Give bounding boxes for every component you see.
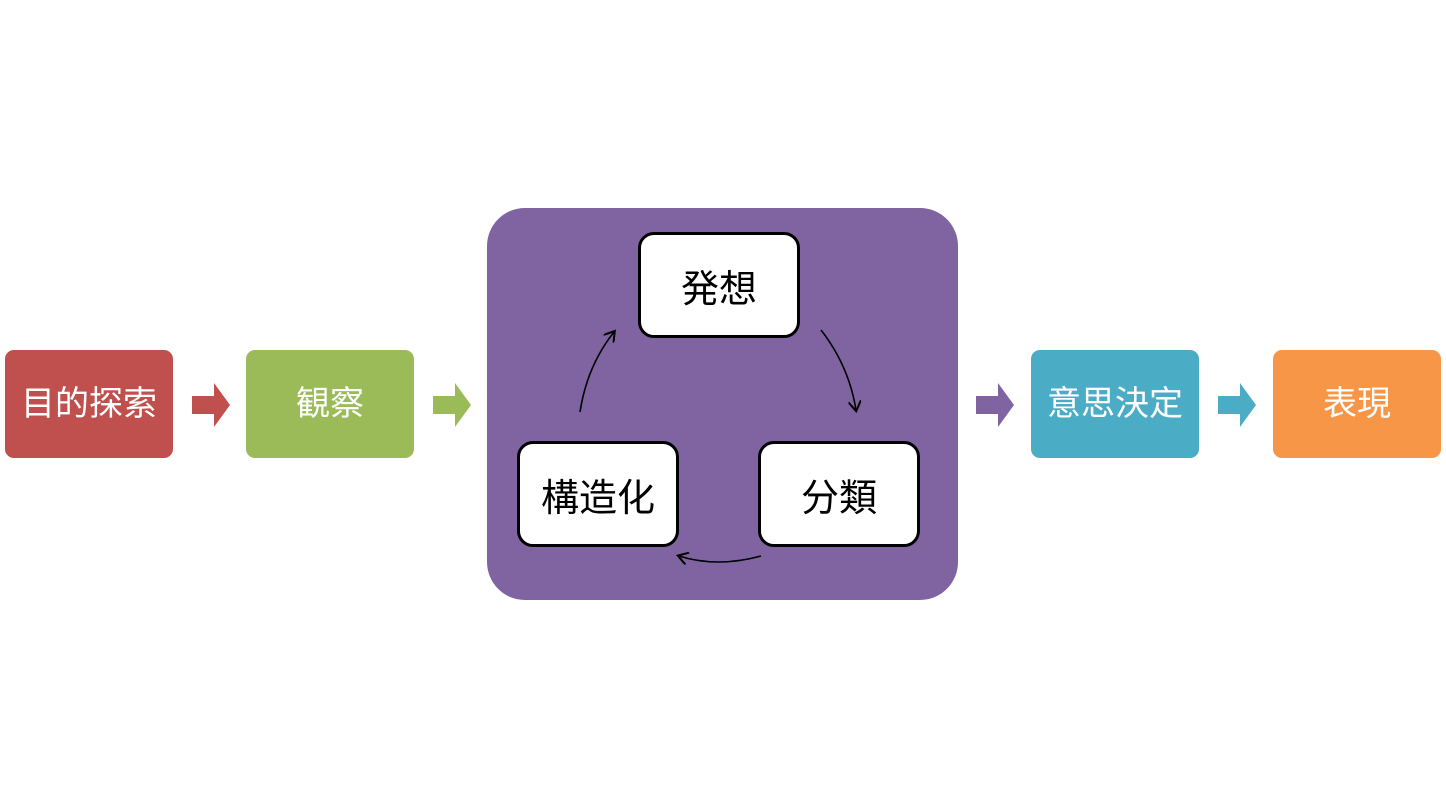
cycle-arrow-idea-to-classify (820, 329, 856, 410)
arrow-right-icon (433, 383, 471, 427)
cycle-node-label: 発想 (680, 266, 757, 311)
arrow-right-icon (192, 383, 230, 427)
cycle-node-structure: 構造化 (517, 441, 679, 547)
cycle-node-label: 分類 (800, 475, 877, 520)
step-label: 目的探索 (21, 384, 157, 424)
step-label: 観察 (296, 384, 364, 424)
arrow-right-icon (1218, 383, 1256, 427)
cycle-arrow-classify-to-structure (679, 556, 762, 562)
cycle-arrows (579, 208, 958, 600)
step-observation: 観察 (246, 350, 414, 458)
arrow-right-icon (976, 383, 1014, 427)
cycle-panel: 発想 分類 構造化 (487, 208, 958, 600)
step-expression: 表現 (1273, 350, 1441, 458)
cycle-node-classify: 分類 (758, 441, 920, 547)
step-purpose-exploration: 目的探索 (5, 350, 173, 458)
cycle-node-label: 構造化 (540, 475, 655, 520)
cycle-node-idea: 発想 (638, 232, 800, 338)
step-label: 意思決定 (1047, 384, 1183, 424)
step-label: 表現 (1323, 384, 1391, 424)
cycle-arrow-structure-to-idea (579, 332, 614, 413)
step-decision-making: 意思決定 (1031, 350, 1199, 458)
